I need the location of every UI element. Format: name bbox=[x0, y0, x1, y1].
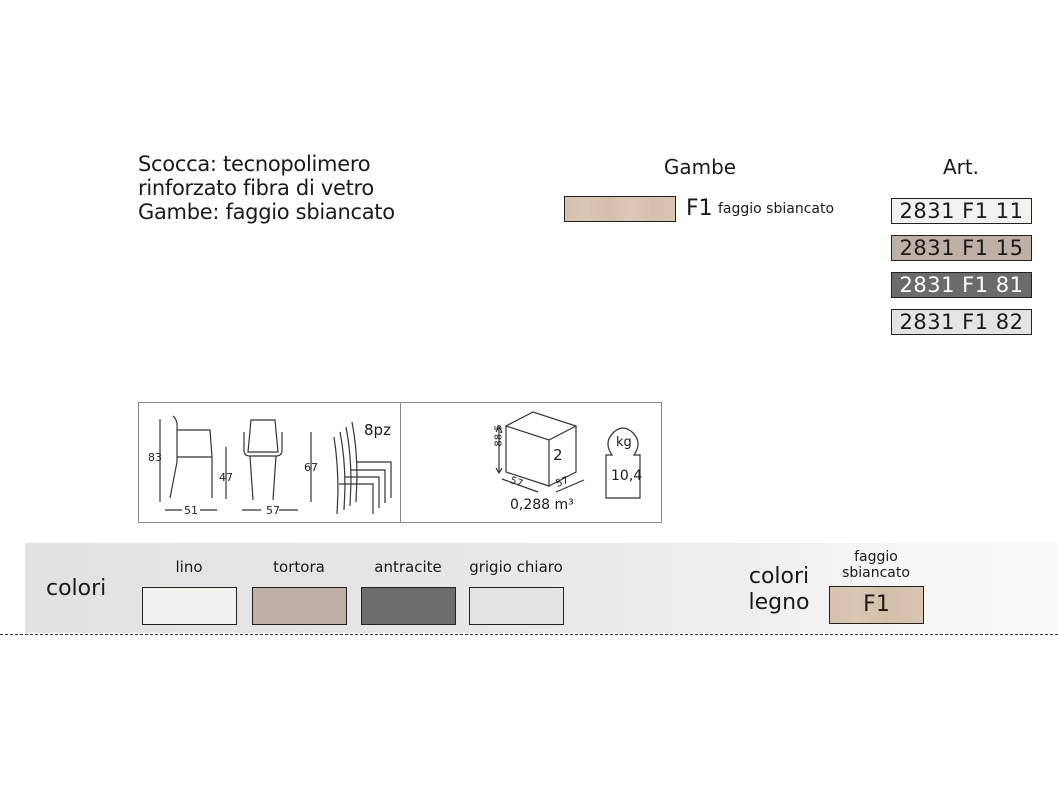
chair-side-drawing bbox=[159, 415, 227, 511]
wood-color-name: faggio sbiancato bbox=[820, 549, 932, 581]
product-description: Scocca: tecnopolimero rinforzato fibra d… bbox=[138, 152, 395, 224]
description-line: Gambe: faggio sbiancato bbox=[138, 200, 395, 224]
article-code: 2831 F1 11 bbox=[891, 198, 1032, 224]
color-swatch-lino bbox=[142, 587, 237, 625]
dim-seat-height: 47 bbox=[219, 471, 233, 484]
weight-drawing bbox=[605, 427, 641, 499]
colors-label: colori bbox=[46, 576, 107, 601]
legs-name: faggio sbiancato bbox=[718, 201, 835, 217]
package-box-drawing bbox=[495, 411, 585, 493]
color-swatch-grigio-chiaro bbox=[469, 587, 564, 625]
article-code: 2831 F1 81 bbox=[891, 272, 1032, 298]
legs-swatch bbox=[564, 196, 676, 222]
article-code: 2831 F1 15 bbox=[891, 235, 1032, 261]
pack-quantity: 2 bbox=[553, 446, 563, 464]
articles-title: Art. bbox=[942, 155, 980, 179]
pack-height: 88,5 bbox=[493, 424, 505, 447]
dim-height-total: 83 bbox=[148, 451, 162, 464]
wood-label-line: colori bbox=[748, 564, 810, 589]
color-name: grigio chiaro bbox=[469, 558, 563, 576]
specs-drawings bbox=[159, 411, 641, 515]
chair-front-drawing bbox=[242, 419, 312, 511]
description-line: Scocca: tecnopolimero bbox=[138, 152, 371, 176]
weight-unit: kg bbox=[616, 435, 632, 450]
description-line: rinforzato fibra di vetro bbox=[138, 176, 374, 200]
wood-colors-label: colori legno bbox=[746, 564, 812, 616]
dashed-separator bbox=[0, 634, 1058, 635]
color-swatch-antracite bbox=[361, 587, 456, 625]
dim-depth: 51 bbox=[184, 504, 198, 517]
dim-arm-height: 67 bbox=[304, 461, 318, 474]
color-swatch-tortora bbox=[252, 587, 347, 625]
color-name: lino bbox=[175, 558, 203, 576]
color-name: tortora bbox=[273, 558, 325, 576]
dim-width: 57 bbox=[266, 504, 280, 517]
legs-title: Gambe bbox=[663, 155, 737, 179]
stacked-chairs-drawing bbox=[333, 421, 392, 515]
wood-color-swatch: F1 bbox=[829, 586, 924, 624]
wood-name-line: sbiancato bbox=[842, 565, 910, 581]
color-name: antracite bbox=[374, 558, 442, 576]
weight-value: 10,4 bbox=[611, 468, 643, 484]
pack-volume: 0,288 m³ bbox=[510, 497, 574, 513]
articles-list: 2831 F1 11 2831 F1 15 2831 F1 81 2831 F1… bbox=[891, 198, 1032, 346]
wood-name-line: faggio bbox=[854, 549, 898, 565]
specs-divider bbox=[400, 402, 401, 523]
stack-count: 8pz bbox=[364, 421, 391, 439]
legs-code: F1 bbox=[686, 196, 713, 221]
article-code: 2831 F1 82 bbox=[891, 309, 1032, 335]
wood-label-line: legno bbox=[748, 590, 810, 615]
